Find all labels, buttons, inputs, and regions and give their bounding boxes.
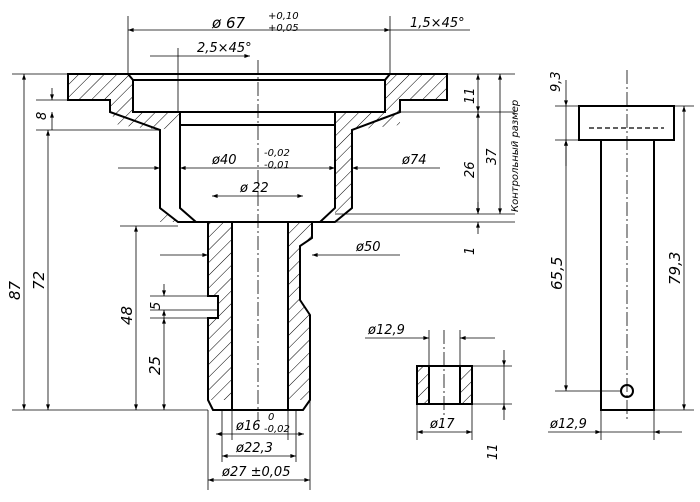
- bushing-detail: ø12,9 ø17 11: [365, 323, 512, 460]
- dim-h8: 8: [35, 112, 50, 120]
- top-recess: [127, 73, 391, 113]
- dim-h87: 87: [6, 280, 24, 300]
- dim-chamfer-2-5: 2,5×45°: [197, 41, 252, 56]
- pin-detail: 9,3 65,5 79,3 ø12,9: [548, 70, 694, 440]
- dim-d16-tol-upper: 0: [268, 412, 274, 423]
- bushing-dim-d17: ø17: [429, 417, 455, 432]
- middle-bore: [179, 112, 336, 223]
- stem-bore: [231, 222, 289, 410]
- main-part-dimensions: ø 67 +0,10 +0,05 1,5×45° 2,5×45° ø40 -0,…: [6, 11, 521, 490]
- dim-h5: 5: [149, 302, 164, 310]
- dim-d67-tol-upper: +0,10: [268, 11, 299, 22]
- dim-d50: ø50: [355, 240, 381, 255]
- pin-dim-h65-5: 65,5: [548, 257, 566, 290]
- dim-h48: 48: [118, 306, 136, 325]
- dim-h37: 37: [485, 148, 500, 165]
- dim-d16-tol-lower: -0,02: [264, 424, 290, 435]
- dim-d40: ø40: [211, 153, 237, 168]
- dim-h1: 1: [463, 247, 478, 255]
- bushing-dim-h11: 11: [486, 443, 501, 460]
- dim-h25: 25: [146, 356, 164, 375]
- control-size-note: Контрольный размер: [510, 100, 521, 212]
- dim-h72: 72: [30, 271, 48, 290]
- pin-dim-d12-9: ø12,9: [549, 417, 587, 432]
- bushing-outline: [416, 365, 473, 405]
- dim-h11-top: 11: [463, 87, 478, 104]
- dim-d22-3: ø22,3: [235, 441, 273, 456]
- pin-head: [578, 105, 675, 141]
- dim-d16: ø16: [235, 419, 261, 434]
- dim-d67: ø 67: [211, 14, 245, 32]
- dim-d22: ø 22: [239, 181, 269, 196]
- pin-dim-h9-3: 9,3: [549, 71, 564, 92]
- dim-d40-tol-upper: -0,02: [264, 148, 290, 159]
- dim-d74: ø74: [401, 153, 427, 168]
- main-part-outline: [67, 73, 448, 411]
- bushing-dim-d12-9: ø12,9: [367, 323, 405, 338]
- main-part-hatching: [68, 74, 447, 400]
- main-part-section: [67, 60, 448, 420]
- dim-h26: 26: [463, 161, 478, 178]
- dim-d27: ø27 ±0,05: [221, 465, 290, 480]
- pin-shank: [600, 139, 655, 411]
- pin-dim-h79-3: 79,3: [666, 252, 684, 285]
- dim-d67-tol-lower: +0,05: [268, 23, 299, 34]
- dim-chamfer-1-5: 1,5×45°: [410, 16, 465, 31]
- dim-d40-tol-lower: -0,01: [264, 160, 290, 171]
